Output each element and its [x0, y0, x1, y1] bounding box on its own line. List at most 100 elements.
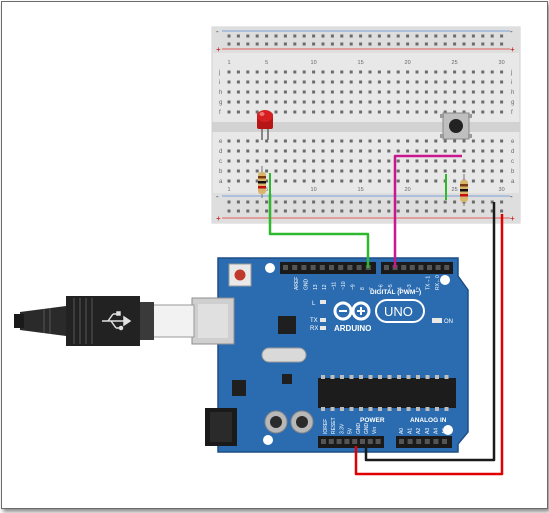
push-button-icon[interactable]: [440, 112, 472, 140]
rail-plus-label-br: +: [510, 214, 515, 223]
row-letter-right: c: [511, 159, 514, 165]
header-pin[interactable]: [407, 439, 413, 444]
header-pin[interactable]: [360, 439, 365, 444]
header-pin[interactable]: [367, 439, 373, 444]
row-letter-left: b: [219, 169, 223, 175]
analog-pin-label: A1: [408, 428, 414, 434]
reset-button-icon[interactable]: [228, 263, 252, 287]
digital-label: DIGITAL (PWM~): [370, 289, 421, 296]
analog-pin-label: A3: [425, 428, 431, 434]
header-pin[interactable]: [433, 439, 439, 444]
header-pin[interactable]: [328, 439, 334, 444]
resistor-icon[interactable]: [460, 174, 468, 206]
digital-pin-label: ~3: [407, 284, 413, 290]
wire-magenta-pin6[interactable]: [393, 154, 462, 268]
power-label: POWER: [360, 417, 385, 424]
row-letter-left: a: [219, 179, 223, 185]
header-pin[interactable]: [344, 439, 350, 444]
analog-label: ANALOG IN: [410, 417, 447, 424]
header-pin[interactable]: [401, 265, 407, 270]
row-letter-left: c: [219, 159, 222, 165]
header-pin[interactable]: [292, 265, 298, 270]
wire-red-5v[interactable]: [354, 214, 504, 476]
row-letter-right: h: [511, 90, 514, 96]
resistor-icon[interactable]: [258, 166, 266, 198]
header-pin[interactable]: [442, 439, 447, 444]
header-pin[interactable]: [418, 265, 424, 270]
row-letter-right: f: [511, 110, 513, 116]
row-letter-left: i: [219, 80, 220, 86]
row-letter-right: g: [511, 100, 514, 106]
rail-minus-label-tl: -: [216, 27, 219, 36]
power-pin-label: GND: [364, 423, 370, 435]
rail-plus-label-tr: +: [510, 45, 515, 54]
header-pin[interactable]: [329, 265, 334, 270]
header-pin[interactable]: [310, 265, 316, 270]
header-top-right: [381, 262, 453, 274]
row-letter-left: f: [219, 110, 221, 116]
header-pin[interactable]: [424, 439, 430, 444]
header-pin[interactable]: [301, 265, 307, 270]
header-pin[interactable]: [435, 265, 441, 270]
header-pin[interactable]: [319, 265, 325, 270]
usb-cable[interactable]: [14, 296, 195, 346]
digital-pin-label: 12: [322, 284, 328, 290]
header-pin[interactable]: [416, 439, 422, 444]
column-number-top: 30: [499, 60, 505, 66]
header-pin[interactable]: [409, 265, 415, 270]
column-number-top: 20: [405, 60, 411, 66]
header-pin[interactable]: [356, 265, 362, 270]
header-pin[interactable]: [347, 265, 353, 270]
header-pin[interactable]: [444, 265, 450, 270]
column-number-bottom: 5: [265, 187, 268, 193]
header-pin[interactable]: [375, 439, 381, 444]
digital-pin-label: 2: [416, 287, 422, 290]
led-l-indicator: [320, 300, 326, 304]
led-rx-indicator: [320, 326, 326, 330]
column-number-bottom: 10: [311, 187, 317, 193]
rail-plus-label-tl: +: [216, 45, 221, 54]
wire-green-pin8[interactable]: [268, 194, 370, 268]
analog-pin-label: A2: [416, 428, 422, 434]
usb-icon: [102, 311, 132, 331]
header-pin[interactable]: [321, 439, 326, 444]
column-number-top: 1: [227, 60, 230, 66]
rail-plus-label-bl: +: [216, 214, 221, 223]
on-label: ON: [444, 319, 453, 325]
row-letter-right: e: [511, 139, 515, 145]
column-number-bottom: 25: [452, 187, 458, 193]
model-label: UNO: [384, 304, 413, 319]
digital-pin-label: 8: [360, 287, 366, 290]
led-tx-label: TX: [310, 318, 318, 324]
digital-pin-label: ~11: [332, 282, 338, 290]
power-pin-label: 3.3V: [339, 423, 345, 434]
column-number-bottom: 15: [358, 187, 364, 193]
arduino-logo-icon: [333, 301, 371, 321]
breadboard-holes: [227, 34, 504, 213]
row-letter-right: j: [510, 70, 512, 76]
header-pin[interactable]: [336, 439, 342, 444]
column-number-bottom: 1: [227, 187, 230, 193]
column-number-bottom: 20: [405, 187, 411, 193]
digital-pin-label: 4: [397, 287, 403, 290]
rail-minus-label-bl: -: [216, 192, 219, 201]
row-letter-left: g: [219, 100, 222, 106]
brand-label: ARDUINO: [334, 324, 371, 333]
row-letter-left: j: [218, 70, 220, 76]
row-letter-left: d: [219, 149, 222, 155]
header-pin[interactable]: [399, 439, 404, 444]
digital-pin-label: RX←0: [435, 275, 441, 290]
wire-black-gnd[interactable]: [364, 202, 496, 462]
led-icon[interactable]: [257, 110, 273, 140]
row-letter-right: b: [511, 169, 515, 175]
header-pin[interactable]: [338, 265, 344, 270]
header-pin[interactable]: [384, 265, 389, 270]
chip-icon: [318, 375, 456, 411]
digital-pin-label: GND: [303, 279, 309, 291]
header-pin[interactable]: [427, 265, 432, 270]
header-pin[interactable]: [352, 439, 358, 444]
header-pin[interactable]: [283, 265, 288, 270]
digital-pin-label: ~10: [341, 281, 347, 290]
